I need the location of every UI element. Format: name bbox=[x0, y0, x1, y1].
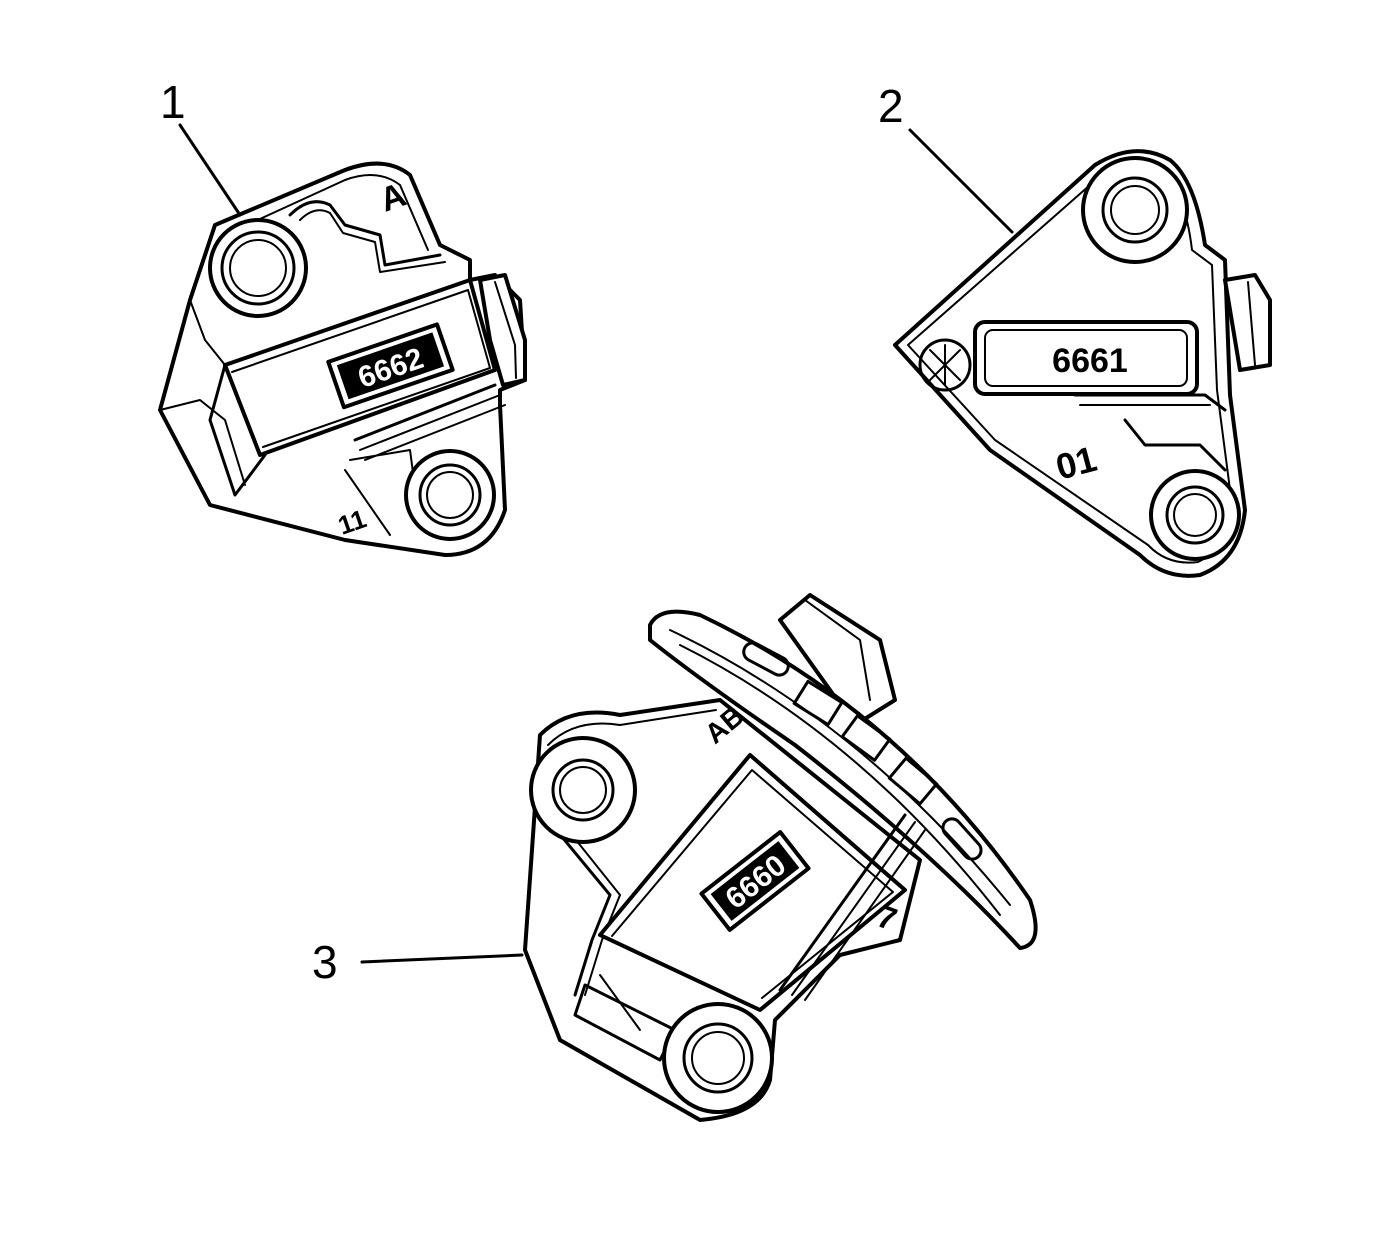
part-2-plate-label: 6661 bbox=[1052, 342, 1128, 380]
part-2-tensioner: 6661 01 bbox=[893, 149, 1272, 578]
callout-1: 1 bbox=[160, 76, 242, 217]
callout-3-label: 3 bbox=[312, 936, 338, 988]
callout-1-label: 1 bbox=[160, 76, 186, 128]
callout-2-label: 2 bbox=[878, 80, 904, 132]
callout-2: 2 bbox=[878, 80, 1014, 234]
callout-3: 3 bbox=[312, 936, 524, 988]
part-2-logo-icon bbox=[918, 338, 972, 392]
part-1-tensioner: 6662 A 11 bbox=[158, 161, 527, 557]
part-3-tensioner: 6660 AB 7 bbox=[523, 593, 1038, 1122]
